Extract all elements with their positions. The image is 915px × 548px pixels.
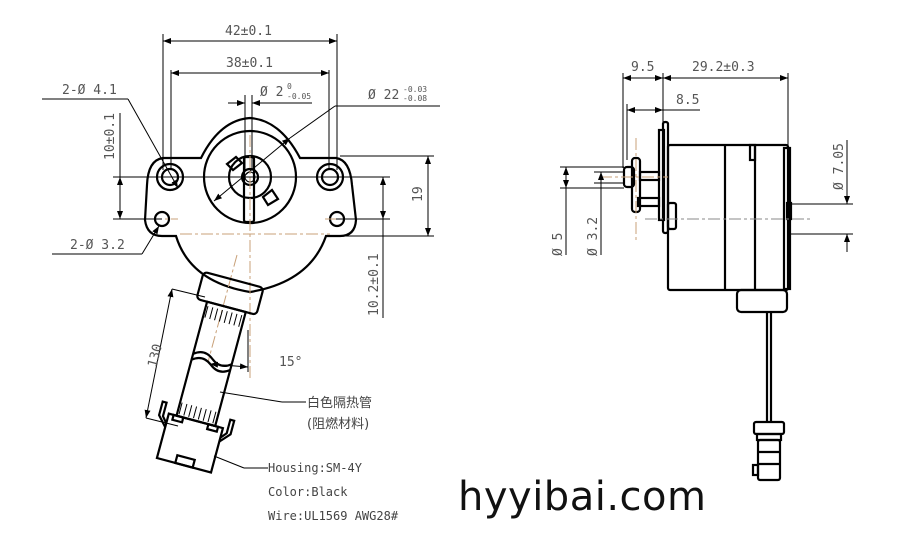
housing-note: Housing:SM-4Y	[268, 461, 363, 475]
dim-shaft-length: 9.5	[631, 60, 654, 75]
wire-note: Wire:UL1569 AWG28#	[268, 509, 399, 523]
dim-boss-dia: Ø 22	[368, 88, 399, 103]
watermark: hyyibai.com	[458, 474, 707, 520]
dim-boss-tol-lower: -0.08	[403, 94, 427, 103]
front-view: line 42±0.1 38±0.1 Ø 2 0 -0.05 Ø 22 -0.0…	[42, 24, 440, 523]
dim-shaft-tol-lower: -0.05	[287, 92, 311, 101]
color-note: Color:Black	[268, 485, 348, 499]
dim-lead-length: 130	[145, 342, 166, 369]
dim-shaft-exposed: 8.5	[676, 93, 699, 108]
dim-mount-holes: 2-Ø 4.1	[62, 83, 117, 98]
dim-center-offset: 10.2±0.1	[367, 253, 382, 316]
dim-width-overall: 42±0.1	[225, 24, 272, 39]
dim-hole-spacing: 38±0.1	[226, 56, 273, 71]
dim-lead-angle: 15°	[279, 355, 302, 370]
dim-shaft-dia: Ø 3.2	[586, 217, 601, 256]
dim-boss-tol-upper: -0.03	[403, 85, 427, 94]
dim-flange-height: 19	[411, 186, 426, 202]
dim-shaft-tol-upper: 0	[287, 82, 292, 91]
side-view: 9.5 29.2±0.3 8.5 Ø 5 Ø 3.2 Ø 7.05	[551, 60, 853, 482]
sleeve-note-1: 白色隔热管	[307, 395, 372, 411]
dim-body-length: 29.2±0.3	[692, 60, 755, 75]
dim-small-holes: 2-Ø 3.2	[70, 238, 125, 253]
dim-vertical-offset: 10±0.1	[103, 113, 118, 160]
sleeve-note-2: (阻燃材料)	[307, 416, 369, 432]
dim-shaft-dia: Ø 2	[260, 85, 283, 100]
dim-rear-boss-dia: Ø 7.05	[832, 143, 847, 190]
dim-pinion-dia: Ø 5	[551, 233, 566, 256]
